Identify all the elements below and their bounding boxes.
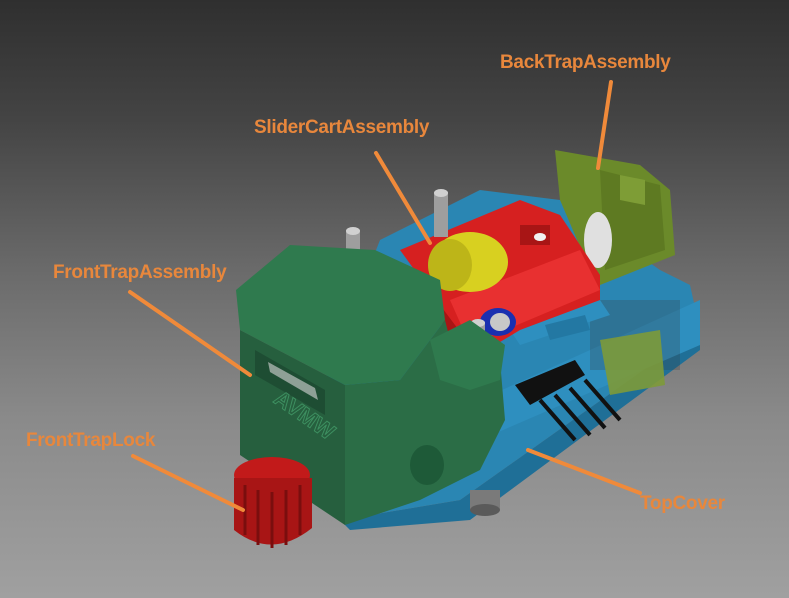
- front-trap-lock-part: [234, 457, 312, 548]
- leader-front-trap-lock: [131, 454, 245, 512]
- label-front-trap-lock: FrontTrapLock: [26, 430, 156, 451]
- slider-cart-part: [400, 200, 600, 360]
- label-slider-cart-assembly: SliderCartAssembly: [254, 117, 430, 138]
- leader-front-trap: [128, 290, 252, 377]
- label-back-trap-assembly: BackTrapAssembly: [500, 52, 671, 73]
- leader-slider-cart: [374, 151, 432, 245]
- leader-top-cover: [526, 448, 642, 495]
- label-front-trap-assembly: FrontTrapAssembly: [53, 262, 227, 283]
- leader-back-trap: [596, 80, 613, 170]
- front-trap-part: AVMW: [236, 245, 505, 525]
- label-top-cover: TopCover: [640, 493, 725, 514]
- connector-pins: [515, 360, 622, 442]
- leader-lines: [128, 80, 642, 512]
- back-trap-part: [555, 150, 675, 395]
